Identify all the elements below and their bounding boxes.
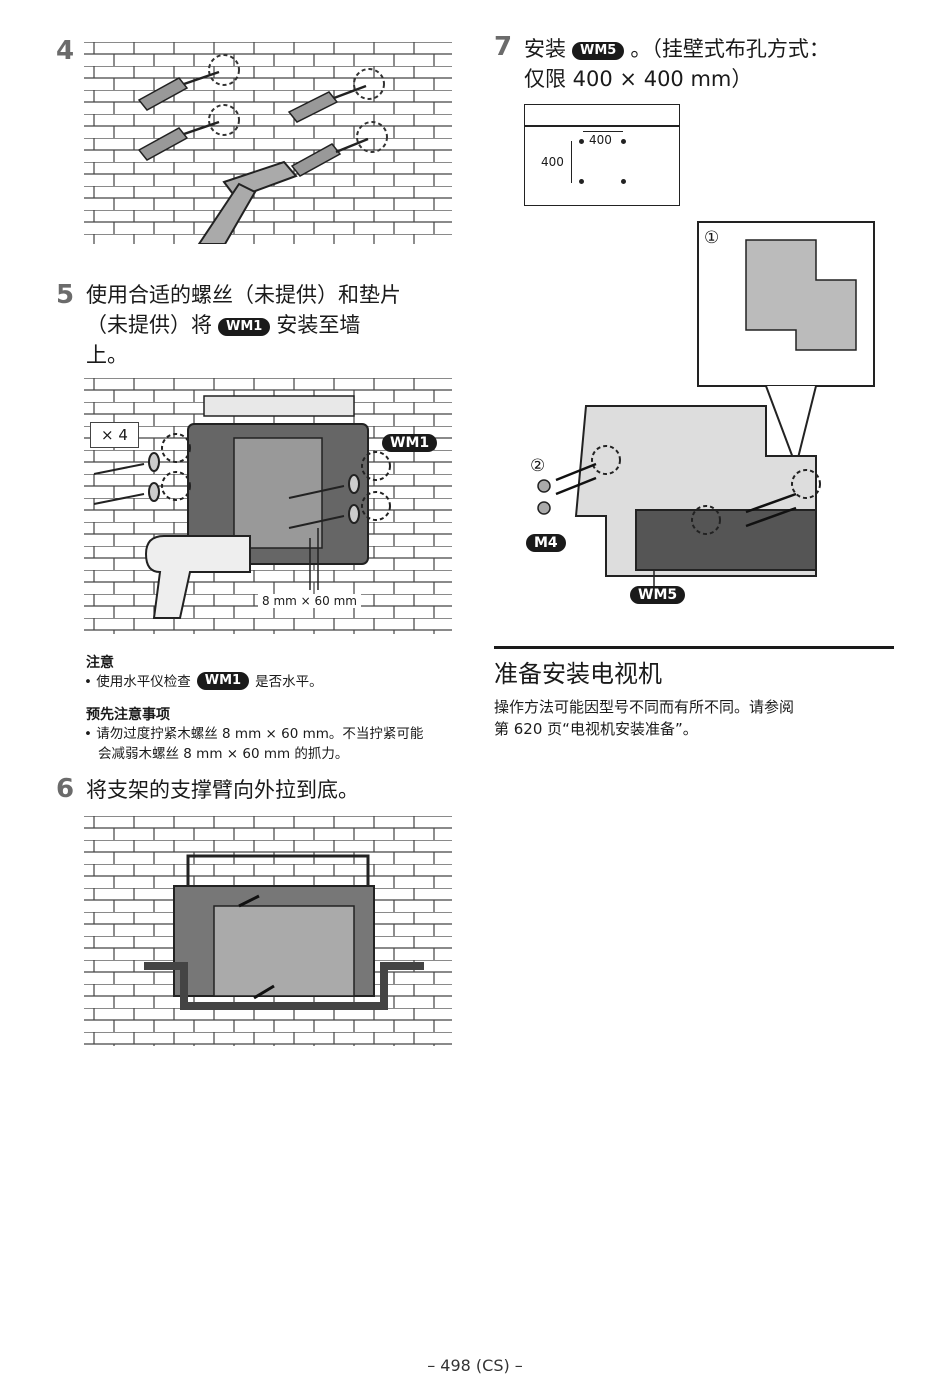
section-rule (494, 646, 894, 649)
step-7-illustration (537, 221, 875, 588)
count-callout: × 4 (90, 422, 139, 448)
pattern-divider (525, 125, 679, 127)
step-7-line-2: 仅限 400 × 400 mm） (524, 67, 753, 91)
step-5-illustration (84, 378, 452, 634)
section-body-line-1: 操作方法可能因型号不同而有所不同。请参阅 (494, 698, 795, 716)
note-heading: 注意 (86, 655, 114, 671)
step-5-line-1: 使用合适的螺丝（未提供）和垫片 (86, 283, 401, 307)
hole-dot (621, 139, 626, 144)
callout-1: ① (704, 228, 720, 248)
hole-dot (579, 139, 584, 144)
screw-size-label: 8 mm × 60 mm (258, 594, 361, 608)
section-title: 准备安装电视机 (494, 660, 662, 688)
wm5-badge: WM5 (572, 42, 625, 60)
step-6-instructions: 将支架的支撑臂向外拉到底。 (86, 778, 359, 802)
step-6-number: 6 (56, 774, 75, 804)
wm1-part-label: WM1 (382, 434, 438, 452)
wm5-part-label: WM5 (630, 586, 686, 604)
step-7-number: 7 (494, 32, 513, 62)
wm1-badge: WM1 (218, 318, 271, 336)
step-5-figure: × 4 WM1 8 mm × 60 mm (84, 378, 452, 634)
callout-2: ② (530, 456, 546, 476)
caution-line-1: • 请勿过度拧紧木螺丝 8 mm × 60 mm。不当拧紧可能 (84, 726, 424, 742)
m4-screw-label: M4 (526, 534, 566, 552)
step-6-figure (84, 816, 452, 1046)
page-number: – 498 (CS) – (427, 1356, 523, 1375)
caution-heading: 预先注意事项 (86, 707, 170, 723)
h-dimension-label: 400 (589, 133, 612, 147)
hole-pattern-diagram: 400 400 (524, 104, 680, 206)
hole-dot (621, 179, 626, 184)
step-4-number: 4 (56, 36, 75, 66)
step-5-line-3: 上。 (86, 343, 128, 367)
h-dimension-line (583, 131, 623, 132)
v-dimension-label: 400 (541, 155, 564, 169)
step-7-figure: ① ② M4 WM5 (526, 220, 876, 610)
caution-line-2: 会减弱木螺丝 8 mm × 60 mm 的抓力。 (98, 746, 349, 762)
step-5-number: 5 (56, 280, 75, 310)
section-body-line-2: 第 620 页“电视机安装准备”。 (494, 720, 698, 738)
step-4-figure (84, 42, 452, 244)
v-dimension-line (571, 141, 572, 183)
hole-dot (579, 179, 584, 184)
note-wm1-badge: WM1 (196, 672, 250, 690)
